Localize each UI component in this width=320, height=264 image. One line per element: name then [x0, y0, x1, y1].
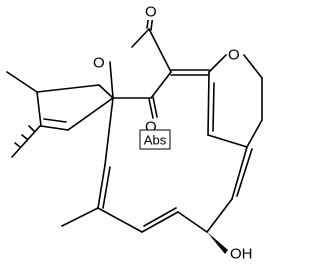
stereo-badge-label: Abs — [144, 133, 167, 148]
stereo-badge: Abs — [139, 129, 171, 150]
atom-label-layer: O O O O OH — [93, 4, 256, 263]
atom-o-carbonyl-lower: O — [145, 119, 157, 136]
atom-hydroxyl: OH — [230, 246, 253, 263]
bond-layer — [6, 13, 263, 233]
molecule-structure: O O O O OH Abs — [6, 4, 263, 263]
atom-o-lactone-ring: O — [93, 55, 105, 72]
atom-o-carbonyl-top: O — [145, 4, 157, 21]
atom-o-pyran: O — [228, 47, 240, 64]
stereo-bond-layer — [11, 125, 228, 254]
